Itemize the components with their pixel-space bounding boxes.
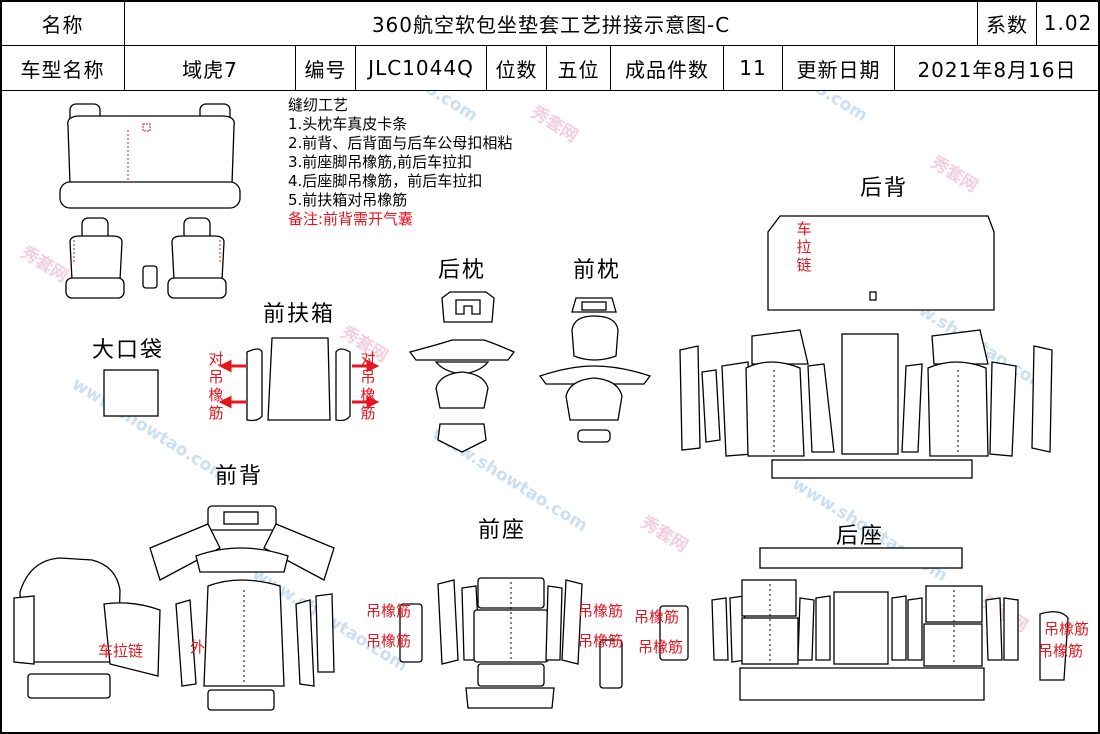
elastic-note: 吊橡筋 <box>638 638 684 656</box>
notes-remark: 备注:前背需开气囊 <box>288 210 414 228</box>
note-item: 3.前座脚吊橡筋,前后车拉扣 <box>288 153 473 171</box>
name-label: 名称 <box>0 0 125 46</box>
elastic-note: 吊橡筋 <box>634 608 680 626</box>
rear-back-zipper-note: 车拉链 <box>796 220 812 274</box>
rear-headrest-pieces <box>408 291 516 453</box>
model-value: 域虎7 <box>124 45 296 91</box>
note-item: 4.后座脚吊橡筋，前后车拉扣 <box>288 172 483 190</box>
code-value: JLC1044Q <box>355 45 487 91</box>
section-rear-back: 后背 <box>860 176 909 201</box>
section-front-headrest: 前枕 <box>573 258 622 283</box>
notes-heading: 缝纫工艺 <box>288 96 349 114</box>
rear-back-panel <box>767 215 995 311</box>
overview-front-seats <box>65 217 227 299</box>
date-value: 2021年8月16日 <box>894 45 1100 91</box>
front-armrest-pieces <box>218 337 380 422</box>
elastic-note: 吊橡筋 <box>1044 620 1090 638</box>
rear-back-side-pieces <box>679 329 1053 479</box>
seats-value: 五位 <box>546 45 611 91</box>
seats-label: 位数 <box>486 45 547 91</box>
armrest-right-note: 对吊橡筋 <box>360 350 376 422</box>
elastic-note: 吊橡筋 <box>578 632 624 650</box>
section-front-armrest: 前扶箱 <box>263 302 336 327</box>
front-seat-pieces <box>399 577 689 709</box>
elastic-note: 吊橡筋 <box>366 632 412 650</box>
section-front-back: 前背 <box>215 464 264 489</box>
section-big-pocket: 大口袋 <box>92 338 165 363</box>
elastic-note: 吊橡筋 <box>1038 642 1084 660</box>
section-rear-seat: 后座 <box>836 524 885 549</box>
date-label: 更新日期 <box>782 45 895 91</box>
elastic-note: 吊橡筋 <box>366 602 412 620</box>
section-front-seat: 前座 <box>478 518 527 543</box>
coef-label: 系数 <box>977 0 1037 46</box>
note-item: 2.前背、后背面与后车公母扣相粘 <box>288 134 513 152</box>
note-item: 1.头枕车真皮卡条 <box>288 115 408 133</box>
armrest-left-note: 对吊橡筋 <box>208 350 224 422</box>
sewing-notes: 缝纫工艺 1.头枕车真皮卡条 2.前背、后背面与后车公母扣相粘 3.前座脚吊橡筋… <box>288 96 512 229</box>
elastic-note: 吊橡筋 <box>578 602 624 620</box>
code-label: 编号 <box>295 45 356 91</box>
section-rear-headrest: 后枕 <box>438 258 487 283</box>
front-back-zipper-note: 车拉链 <box>98 642 144 660</box>
front-headrest-pieces <box>538 297 652 443</box>
front-back-pieces <box>13 505 335 711</box>
big-pocket-piece <box>103 369 159 417</box>
note-item: 5.前扶箱对吊橡筋 <box>288 191 408 209</box>
rear-seat-pieces <box>711 547 1069 701</box>
model-label: 车型名称 <box>0 45 125 91</box>
coef-value: 1.02 <box>1036 0 1100 46</box>
outer-note: 外 <box>190 638 206 656</box>
overview-rear-bench <box>59 103 241 209</box>
